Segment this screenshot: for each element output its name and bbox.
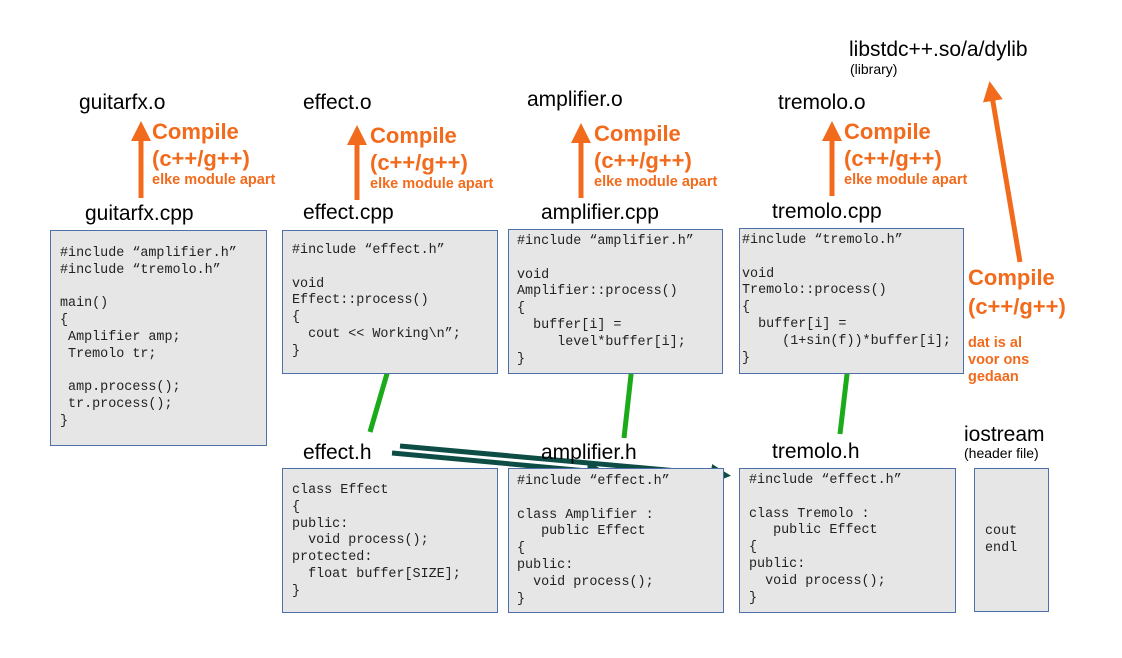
effect-h-code: class Effect { public: void process(); p… (292, 483, 461, 599)
library-label: libstdc++.so/a/dylib (849, 38, 1028, 61)
tremolo-h-box: #include “effect.h” class Tremolo : publ… (739, 468, 956, 613)
effect-cpp-box: #include “effect.h” void Effect::process… (282, 230, 498, 374)
compile-command: (c++/g++) (370, 150, 468, 175)
compile-note-amplifier: Compile (c++/g++) elke module apart (594, 120, 717, 191)
iostream-label: iostream (964, 423, 1045, 446)
effect-cpp-label: effect.cpp (303, 201, 394, 224)
compile-title: Compile (844, 119, 931, 144)
tremolo-o-label: tremolo.o (778, 91, 866, 114)
compile-description: elke module apart (152, 172, 276, 188)
iostream-sublabel: (header file) (964, 445, 1039, 461)
effect-o-label: effect.o (303, 91, 372, 114)
compile-title: Compile (594, 121, 681, 146)
compile-command: (c++/g++) (594, 148, 692, 173)
compile-description: elke module apart (844, 172, 968, 188)
compile-title: Compile (152, 119, 239, 144)
amplifier-cpp-code: #include “amplifier.h” void Amplifier::p… (517, 234, 694, 367)
library-note-line: gedaan (968, 369, 1019, 385)
library-note-line: voor ons (968, 352, 1030, 368)
effect-cpp-code: #include “effect.h” void Effect::process… (292, 243, 461, 359)
tremolo-cpp-box: #include “tremolo.h” void Tremolo::proce… (739, 228, 964, 374)
amplifier-h-label: amplifier.h (541, 441, 637, 464)
library-note-line: dat is al (968, 335, 1022, 351)
amplifier-h-box: #include “effect.h” class Amplifier : pu… (508, 468, 724, 613)
tremolo-h-code: #include “effect.h” class Tremolo : publ… (749, 473, 902, 606)
amplifier-cpp-box: #include “amplifier.h” void Amplifier::p… (508, 229, 723, 374)
compile-arrow-library (982, 81, 1023, 263)
guitarfx-cpp-code: #include “amplifier.h” #include “tremolo… (60, 246, 237, 429)
guitarfx-o-label: guitarfx.o (79, 91, 166, 114)
compile-note-effect: Compile (c++/g++) elke module apart (370, 122, 493, 193)
iostream-box: cout endl (974, 468, 1049, 612)
compile-command: (c++/g++) (968, 294, 1066, 319)
guitarfx-cpp-label: guitarfx.cpp (85, 202, 194, 225)
tremolo-cpp-label: tremolo.cpp (772, 200, 882, 223)
tremolo-cpp-code: #include “tremolo.h” void Tremolo::proce… (742, 233, 951, 366)
compile-title: Compile (968, 265, 1055, 290)
iostream-code: cout endl (985, 524, 1018, 556)
compile-command: (c++/g++) (152, 146, 250, 171)
compile-command: (c++/g++) (844, 146, 942, 171)
guitarfx-cpp-box: #include “amplifier.h” #include “tremolo… (50, 230, 267, 446)
tremolo-h-label: tremolo.h (772, 440, 860, 463)
compile-description: elke module apart (370, 176, 494, 192)
effect-h-label: effect.h (303, 441, 372, 464)
library-sublabel: (library) (850, 61, 898, 77)
compile-note-library: Compile (c++/g++) dat is al voor ons ged… (968, 263, 1066, 386)
amplifier-o-label: amplifier.o (527, 88, 623, 111)
effect-h-box: class Effect { public: void process(); p… (282, 468, 498, 613)
compile-note-guitarfx: Compile (c++/g++) elke module apart (152, 118, 275, 189)
amplifier-cpp-label: amplifier.cpp (541, 201, 659, 224)
compile-description: elke module apart (594, 174, 718, 190)
compile-title: Compile (370, 123, 457, 148)
compile-note-tremolo: Compile (c++/g++) elke module apart (844, 118, 967, 189)
amplifier-h-code: #include “effect.h” class Amplifier : pu… (517, 474, 670, 607)
